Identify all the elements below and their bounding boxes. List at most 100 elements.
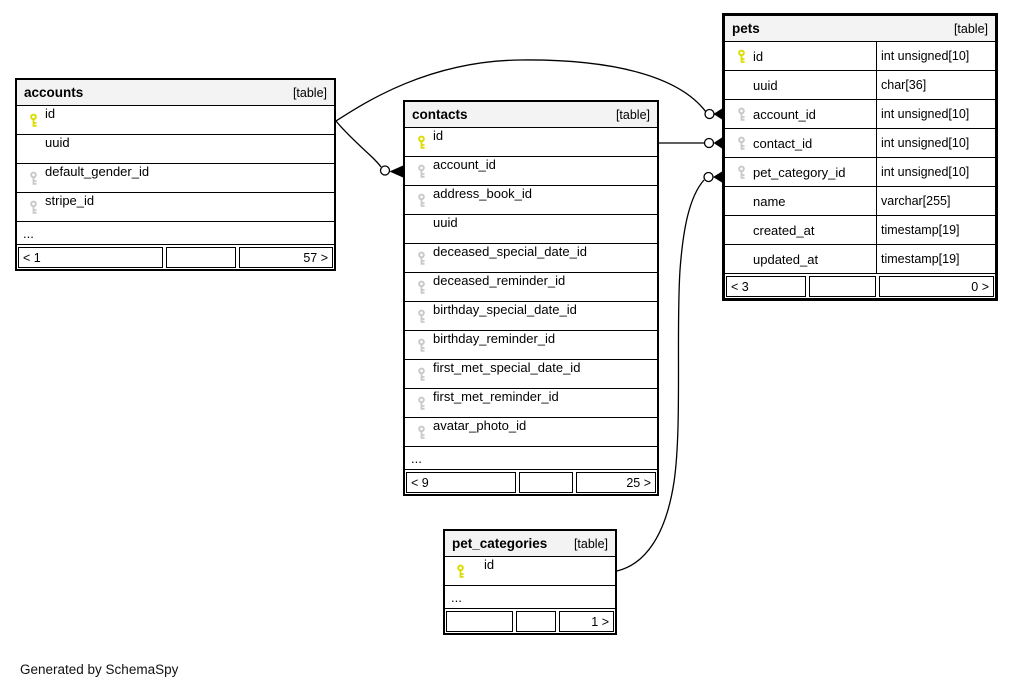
table-name: pets bbox=[732, 21, 760, 36]
column-row-id: id bbox=[17, 106, 334, 135]
column-row-contact-id: contact_id int unsigned[10] bbox=[725, 129, 995, 158]
column-row-updated-at: updated_at timestamp[19] bbox=[725, 245, 995, 274]
column-row-uuid: uuid bbox=[17, 135, 334, 164]
column-row-uuid: uuid bbox=[405, 215, 657, 244]
column-name: account_id bbox=[753, 106, 816, 122]
column-type: char[36] bbox=[881, 78, 927, 92]
generator-note: Generated by SchemaSpy bbox=[20, 662, 179, 677]
foreign-key-icon bbox=[417, 360, 433, 388]
column-row-birthday-reminder-id: birthday_reminder_id bbox=[405, 331, 657, 360]
foreign-key-icon bbox=[417, 186, 433, 214]
parent-count: < 9 bbox=[406, 472, 516, 493]
table-header-contacts: contacts [table] bbox=[405, 102, 657, 128]
column-row-name: name varchar[255] bbox=[725, 187, 995, 216]
table-name: pet_categories bbox=[452, 536, 548, 551]
foreign-key-icon bbox=[417, 273, 433, 301]
column-type: int unsigned[10] bbox=[881, 165, 970, 179]
table-node-contacts[interactable]: contacts [table] id account_id address_b… bbox=[403, 100, 659, 496]
column-name: pet_category_id bbox=[753, 164, 846, 180]
column-type: timestamp[19] bbox=[881, 223, 960, 237]
column-name: id bbox=[433, 128, 444, 143]
key-spacer bbox=[29, 135, 45, 163]
column-row-avatar-photo-id: avatar_photo_id bbox=[405, 418, 657, 447]
column-row-id: id int unsigned[10] bbox=[725, 42, 995, 71]
column-row-created-at: created_at timestamp[19] bbox=[725, 216, 995, 245]
column-name: created_at bbox=[753, 222, 815, 238]
table-header-accounts: accounts [table] bbox=[17, 80, 334, 106]
footer-spacer bbox=[519, 472, 573, 493]
column-name: id bbox=[45, 106, 56, 121]
key-spacer bbox=[417, 215, 433, 243]
column-type: int unsigned[10] bbox=[881, 49, 970, 63]
column-name: deceased_reminder_id bbox=[433, 273, 566, 288]
column-name: default_gender_id bbox=[45, 164, 150, 179]
foreign-key-icon bbox=[417, 244, 433, 272]
column-row-deceased-reminder-id: deceased_reminder_id bbox=[405, 273, 657, 302]
column-name: name bbox=[753, 193, 786, 209]
column-name: id bbox=[753, 48, 764, 64]
primary-key-icon bbox=[454, 557, 484, 585]
foreign-key-icon bbox=[417, 157, 433, 185]
foreign-key-icon bbox=[417, 302, 433, 330]
child-count: 1 > bbox=[558, 611, 614, 632]
edge-contacts-to-pets bbox=[659, 137, 722, 149]
parent-count: < 3 bbox=[726, 276, 807, 297]
child-count: 0 > bbox=[878, 276, 994, 297]
column-name: birthday_reminder_id bbox=[433, 331, 556, 346]
column-row-account-id: account_id int unsigned[10] bbox=[725, 100, 995, 129]
child-count: 25 > bbox=[576, 472, 656, 493]
column-row-id: id bbox=[445, 557, 615, 586]
table-node-pet-categories[interactable]: pet_categories [table] id ... 1 > bbox=[443, 529, 617, 635]
parent-count bbox=[446, 611, 514, 632]
column-type: int unsigned[10] bbox=[881, 136, 970, 150]
foreign-key-icon bbox=[417, 418, 433, 446]
column-name: id bbox=[484, 557, 495, 572]
primary-key-icon bbox=[417, 128, 433, 156]
column-row-id: id bbox=[405, 128, 657, 157]
column-row-birthday-special-date-id: birthday_special_date_id bbox=[405, 302, 657, 331]
foreign-key-icon bbox=[737, 107, 753, 122]
table-header-pets: pets [table] bbox=[725, 16, 995, 42]
foreign-key-icon bbox=[737, 136, 753, 151]
edge-accounts-to-contacts bbox=[335, 120, 403, 178]
child-count: 57 > bbox=[238, 247, 333, 268]
table-badge: [table] bbox=[615, 107, 650, 122]
column-row-default-gender-id: default_gender_id bbox=[17, 164, 334, 193]
more-columns-ellipsis: ... bbox=[445, 586, 615, 609]
table-node-accounts[interactable]: accounts [table] id uuid default_gender_… bbox=[15, 78, 336, 271]
column-row-pet-category-id: pet_category_id int unsigned[10] bbox=[725, 158, 995, 187]
more-columns-ellipsis: ... bbox=[17, 222, 334, 245]
more-columns-ellipsis: ... bbox=[405, 447, 657, 470]
column-name: avatar_photo_id bbox=[433, 418, 527, 433]
table-footer: < 3 0 > bbox=[725, 274, 995, 298]
foreign-key-icon bbox=[29, 164, 45, 192]
column-row-stripe-id: stripe_id bbox=[17, 193, 334, 222]
column-name: account_id bbox=[433, 157, 496, 172]
column-name: uuid bbox=[753, 77, 778, 93]
parent-count: < 1 bbox=[18, 247, 163, 268]
column-row-uuid: uuid char[36] bbox=[725, 71, 995, 100]
column-name: uuid bbox=[433, 215, 458, 230]
table-badge: [table] bbox=[292, 85, 327, 100]
foreign-key-icon bbox=[417, 331, 433, 359]
table-header-pet-categories: pet_categories [table] bbox=[445, 531, 615, 557]
table-node-pets[interactable]: pets [table] id int unsigned[10] uuid ch… bbox=[722, 13, 998, 301]
primary-key-icon bbox=[737, 49, 753, 64]
table-footer: < 9 25 > bbox=[405, 470, 657, 494]
column-name: first_met_special_date_id bbox=[433, 360, 581, 375]
column-row-deceased-special-date-id: deceased_special_date_id bbox=[405, 244, 657, 273]
table-name: accounts bbox=[24, 85, 84, 100]
column-name: first_met_reminder_id bbox=[433, 389, 559, 404]
column-name: updated_at bbox=[753, 251, 819, 267]
footer-spacer bbox=[809, 276, 876, 297]
table-badge: [table] bbox=[573, 536, 608, 551]
table-name: contacts bbox=[412, 107, 468, 122]
column-row-first-met-reminder-id: first_met_reminder_id bbox=[405, 389, 657, 418]
column-name: contact_id bbox=[753, 135, 813, 151]
column-name: stripe_id bbox=[45, 193, 95, 208]
footer-spacer bbox=[165, 247, 236, 268]
primary-key-icon bbox=[29, 106, 45, 134]
table-badge: [table] bbox=[953, 21, 988, 36]
column-type: timestamp[19] bbox=[881, 252, 960, 266]
